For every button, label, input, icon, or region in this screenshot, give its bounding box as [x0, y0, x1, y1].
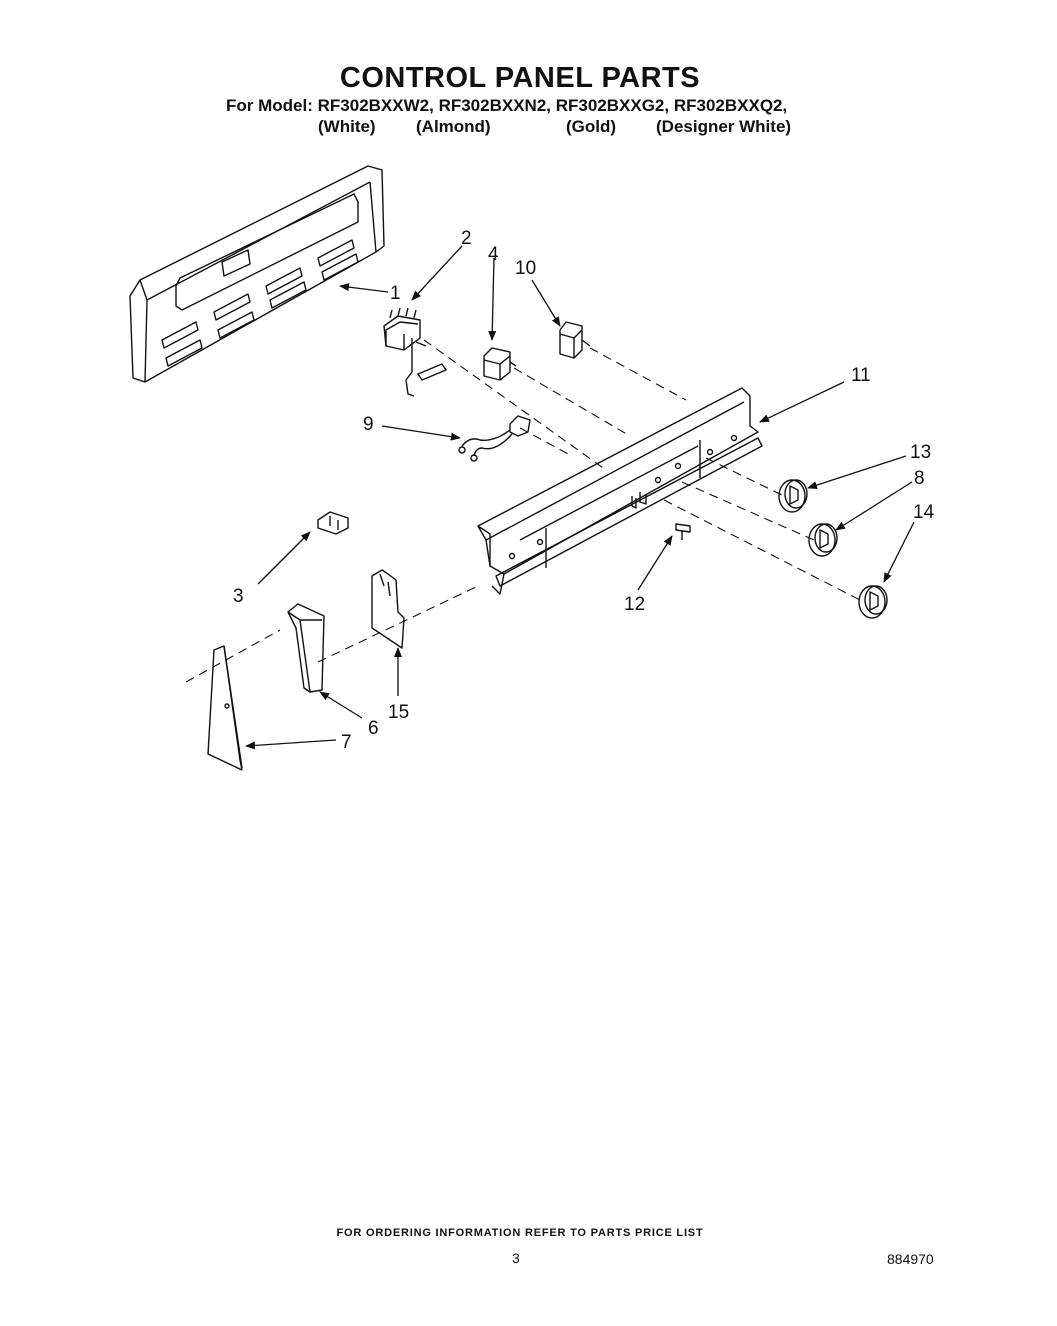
page-title: CONTROL PANEL PARTS [339, 62, 701, 94]
wire-harness-part [458, 415, 531, 462]
callout-3: 3 [233, 586, 244, 607]
page-number: 3 [512, 1250, 520, 1266]
thermostat-part [383, 307, 447, 397]
knob-part [808, 523, 838, 557]
model-prefix: For Model: [226, 96, 313, 115]
model-list: For Model: RF302BXXW2, RF302BXXN2, RF302… [226, 96, 787, 116]
callout-14: 14 [913, 502, 935, 523]
model-number: RF302BXXQ2, [673, 96, 788, 115]
finish-label: (Gold) [566, 117, 617, 136]
leader-lines [245, 245, 915, 750]
callout-13: 13 [910, 442, 931, 463]
end-cap-part [287, 603, 325, 693]
finish-label: (Almond) [416, 117, 491, 136]
callout-4: 4 [488, 244, 499, 265]
finish-label: (Designer White) [656, 117, 792, 136]
knob-part [778, 479, 808, 513]
callout-15: 15 [388, 702, 409, 723]
document-number: 884970 [887, 1251, 934, 1267]
ordering-note: FOR ORDERING INFORMATION REFER TO PARTS … [336, 1227, 704, 1239]
callout-8: 8 [914, 468, 925, 489]
callout-9: 9 [363, 414, 374, 435]
callout-2: 2 [461, 228, 472, 249]
alignment-lines [185, 339, 861, 683]
indicator-light-part [559, 321, 591, 359]
callout-11: 11 [851, 365, 871, 386]
callout-12: 12 [624, 594, 645, 615]
callout-6: 6 [368, 718, 379, 739]
callout-1: 1 [390, 283, 401, 304]
model-number: RF302BXXW2, [317, 96, 434, 115]
side-trim-part [207, 645, 243, 771]
callout-10: 10 [515, 258, 536, 279]
knob-part [858, 585, 888, 619]
model-number: RF302BXXN2, [438, 96, 551, 115]
callout-7: 7 [341, 732, 352, 753]
clip-part [317, 511, 349, 535]
control-manifold-part [477, 387, 763, 595]
bracket-part [371, 569, 405, 649]
finish-label: (White) [318, 117, 376, 136]
model-number: RF302BXXG2, [555, 96, 670, 115]
rear-panel-part [129, 165, 385, 383]
switch-part [483, 347, 517, 381]
screw-part [675, 523, 691, 540]
